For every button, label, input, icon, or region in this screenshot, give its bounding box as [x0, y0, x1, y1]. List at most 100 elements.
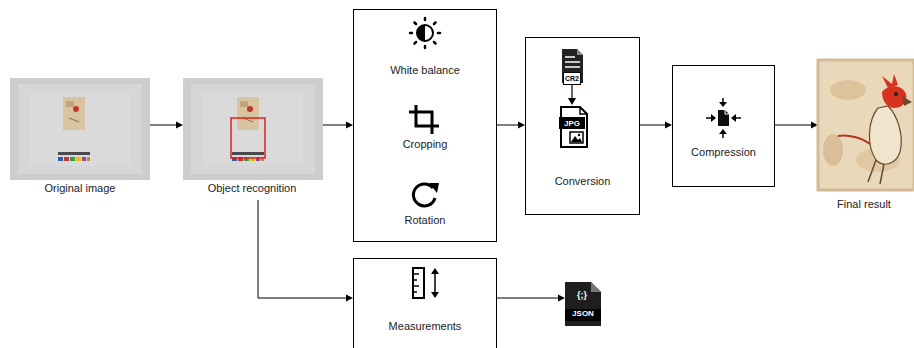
icon-shape	[18, 84, 142, 174]
icon-shape	[237, 97, 259, 130]
icon-shape	[577, 49, 583, 55]
icon-shape	[731, 114, 736, 122]
icon-shape	[434, 273, 436, 293]
connector-arrow	[258, 200, 346, 298]
icon-shape	[424, 46, 427, 48]
result-image: Final result	[818, 60, 914, 212]
icon-shape	[63, 97, 85, 130]
icon-shape	[580, 107, 587, 114]
icon	[565, 282, 601, 326]
icon-shape	[413, 279, 417, 281]
process-box: Conversion	[525, 37, 640, 215]
arrow-head	[518, 122, 525, 129]
icon-shape	[69, 118, 79, 122]
icon-shape	[247, 106, 253, 112]
process-box: White balanceCroppingRotation	[353, 9, 497, 242]
icon-shape	[410, 18, 440, 48]
icon-shape	[58, 152, 90, 155]
icon	[525, 37, 640, 215]
file-type-label: JPG	[559, 118, 585, 129]
icon-shape	[191, 84, 315, 174]
icon-shape	[719, 102, 727, 107]
icon-shape	[565, 61, 580, 63]
icon-shape	[711, 114, 716, 122]
process-box: Measurements	[353, 258, 497, 348]
icon-shape	[434, 23, 436, 25]
icon-shape	[565, 57, 580, 67]
connector-arrow	[321, 125, 346, 126]
icon-shape	[10, 78, 150, 180]
icon-shape	[183, 78, 323, 180]
node-label: White balance	[354, 64, 496, 77]
icon-shape	[902, 96, 912, 106]
icon-shape	[823, 134, 843, 166]
image-step: Object recognition	[183, 78, 321, 200]
icon-shape	[438, 32, 440, 35]
arrow-head	[346, 122, 353, 129]
icon-shape	[571, 136, 582, 142]
connector-arrow	[640, 125, 665, 126]
image-step: Original image	[10, 78, 150, 200]
connector-arrow	[497, 298, 558, 299]
arrow-head	[558, 295, 565, 302]
icon-shape	[70, 157, 75, 161]
icon-shape	[232, 152, 264, 155]
icon-shape	[413, 268, 424, 298]
file-type-label: CR2	[563, 72, 581, 85]
connector-arrow	[150, 125, 176, 126]
icon-shape	[565, 309, 601, 321]
arrow-head	[176, 122, 183, 129]
icon	[183, 78, 321, 200]
icon	[672, 65, 775, 187]
icon-shape	[559, 117, 585, 129]
icon-shape	[578, 134, 580, 136]
caption: Original image	[10, 182, 150, 195]
icon-shape	[87, 157, 90, 161]
icon-shape	[409, 105, 439, 134]
icon-shape	[568, 98, 576, 105]
caption: Object recognition	[183, 182, 321, 195]
icon-shape	[868, 160, 884, 184]
icon-shape	[571, 85, 572, 99]
icon-shape	[413, 285, 419, 287]
icon-shape	[413, 273, 435, 293]
icon-shape	[818, 60, 914, 190]
icon-shape	[882, 74, 898, 88]
arrow-head	[346, 295, 353, 302]
node-label: Measurements	[354, 320, 496, 333]
icon	[10, 78, 150, 200]
node-label: Compression	[673, 146, 774, 159]
icon-shape	[719, 129, 727, 134]
icon-shape	[565, 66, 580, 68]
icon-shape	[894, 92, 898, 96]
icon-shape	[838, 135, 870, 144]
icon-shape	[424, 18, 427, 20]
icon-shape	[818, 60, 914, 190]
icon-shape	[431, 268, 439, 274]
icon-shape	[413, 291, 417, 293]
icon-shape	[434, 42, 436, 44]
icon-shape	[415, 42, 417, 44]
icon-shape	[413, 184, 435, 206]
icon-shape	[565, 282, 601, 326]
icon-shape	[73, 106, 79, 112]
connector-arrow	[497, 125, 518, 126]
icon-shape	[76, 157, 81, 161]
icon-shape	[58, 157, 63, 161]
node-label: Cropping	[354, 138, 496, 151]
icon-shape	[231, 118, 265, 158]
process-box: Compression	[672, 65, 775, 187]
icon	[353, 9, 497, 242]
icon-shape	[64, 157, 69, 161]
icon-shape	[830, 80, 866, 100]
node-label: Conversion	[526, 175, 639, 188]
icon-shape	[718, 110, 729, 126]
icon-shape	[417, 25, 433, 41]
connector-arrow	[775, 125, 811, 126]
icon	[818, 60, 914, 212]
icon-shape	[431, 292, 439, 298]
icon-shape	[82, 157, 86, 161]
caption: Final result	[818, 198, 910, 211]
icon-shape	[203, 92, 303, 166]
icon-shape	[410, 32, 412, 35]
